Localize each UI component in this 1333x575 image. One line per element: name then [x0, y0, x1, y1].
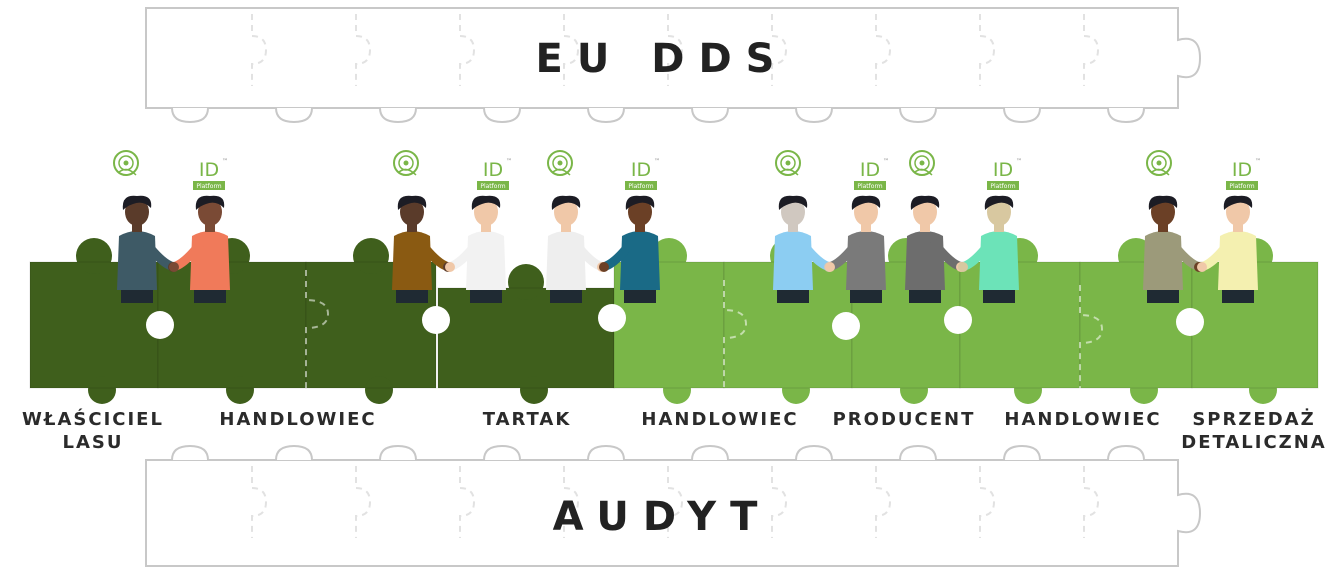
svg-text:ID: ID: [1232, 159, 1252, 181]
svg-text:ID: ID: [860, 159, 880, 181]
fingerprint-leaf-icon: [1146, 150, 1172, 176]
svg-text:™: ™: [1255, 158, 1261, 165]
svg-text:Platform: Platform: [1229, 183, 1254, 190]
svg-text:Platform: Platform: [196, 183, 221, 190]
stage-label-trader-2: HANDLOWIEC: [641, 409, 799, 430]
person-icon: [1143, 195, 1204, 303]
eudds-puzzle-band: [145, 7, 1202, 124]
svg-text:™: ™: [883, 158, 889, 165]
svg-text:ID: ID: [483, 159, 503, 181]
puzzle-piece: [960, 262, 1080, 388]
svg-text:™: ™: [506, 158, 512, 165]
stage-label-sawmill: TARTAK: [482, 409, 572, 430]
audyt-band-title: AUDYT: [552, 494, 772, 540]
stage-label-trader-3: HANDLOWIEC: [1004, 409, 1162, 430]
fingerprint-leaf-icon: [393, 150, 419, 176]
puzzle-piece: [438, 288, 614, 388]
fingerprint-leaf-icon: [113, 150, 139, 176]
svg-text:™: ™: [222, 158, 228, 165]
svg-text:ID: ID: [199, 159, 219, 181]
person-icon: [1197, 195, 1258, 303]
person-icon: [958, 195, 1019, 303]
svg-text:Platform: Platform: [857, 183, 882, 190]
business-people: [117, 195, 1258, 303]
stage-label-trader-1: HANDLOWIEC: [219, 409, 377, 430]
person-icon: [546, 195, 607, 303]
fingerprint-leaf-icon: [909, 150, 935, 176]
person-icon: [905, 195, 966, 303]
fingerprint-leaf-icon: [775, 150, 801, 176]
svg-text:Platform: Platform: [990, 183, 1015, 190]
person-icon: [445, 195, 506, 303]
audyt-puzzle-band: [145, 444, 1202, 567]
svg-text:ID: ID: [993, 159, 1013, 181]
stage-label-forest-owner: WŁAŚCICIEL LASU: [22, 409, 164, 453]
svg-text:™: ™: [1016, 158, 1022, 165]
person-icon: [169, 195, 230, 303]
svg-text:ID: ID: [631, 159, 651, 181]
svg-text:Platform: Platform: [628, 183, 653, 190]
person-icon: [117, 195, 178, 303]
person-icon: [599, 195, 660, 303]
fingerprint-leaf-icon: [547, 150, 573, 176]
puzzle-piece: [158, 262, 306, 388]
person-icon: [392, 195, 453, 303]
svg-text:™: ™: [654, 158, 660, 165]
svg-text:Platform: Platform: [480, 183, 505, 190]
stage-label-retail: SPRZEDAŻ DETALICZNA: [1181, 409, 1327, 453]
stage-label-producer: PRODUCENT: [832, 409, 976, 430]
eudds-band-title: EU DDS: [535, 36, 789, 82]
person-icon: [825, 195, 886, 303]
